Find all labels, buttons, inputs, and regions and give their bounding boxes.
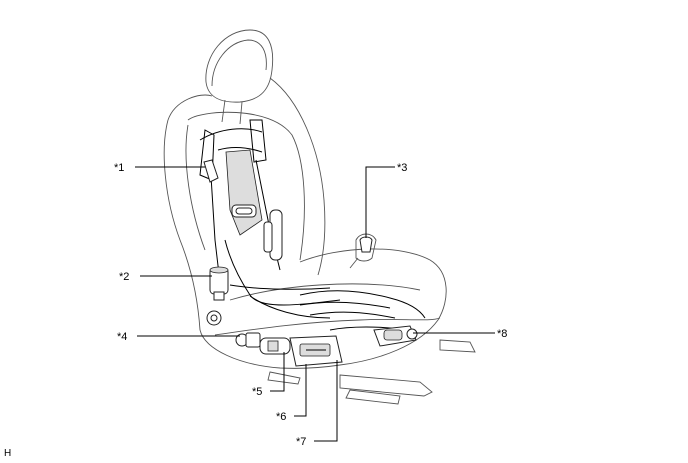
callout-label-5: *5 bbox=[252, 386, 262, 398]
callout-label-6: *6 bbox=[276, 411, 286, 423]
leader-lines bbox=[135, 166, 495, 442]
part-5-motor bbox=[259, 337, 291, 355]
callout-label-7: *7 bbox=[296, 436, 306, 448]
callout-label-1: *1 bbox=[114, 162, 124, 174]
leader-line-6 bbox=[294, 364, 307, 417]
part-2-recliner-motor bbox=[206, 266, 229, 326]
part-6-7-switch-unit bbox=[289, 335, 343, 367]
leader-line-7 bbox=[314, 360, 338, 442]
part-3-buckle bbox=[359, 236, 373, 253]
corner-label: H bbox=[4, 448, 12, 459]
callout-label-4: *4 bbox=[117, 331, 127, 343]
callout-label-8: *8 bbox=[497, 328, 507, 340]
part-4-connector bbox=[235, 332, 261, 348]
callout-label-3: *3 bbox=[397, 162, 407, 174]
part-8-motor bbox=[373, 325, 418, 347]
seat-outline bbox=[163, 29, 476, 405]
leader-line-5 bbox=[270, 352, 285, 392]
part-1-frame-bracket bbox=[203, 159, 219, 183]
leader-line-3 bbox=[365, 166, 395, 238]
callout-label-2: *2 bbox=[119, 271, 129, 283]
callout-labels: *1 *2 *3 *4 *5 *6 *7 *8 bbox=[114, 162, 507, 448]
